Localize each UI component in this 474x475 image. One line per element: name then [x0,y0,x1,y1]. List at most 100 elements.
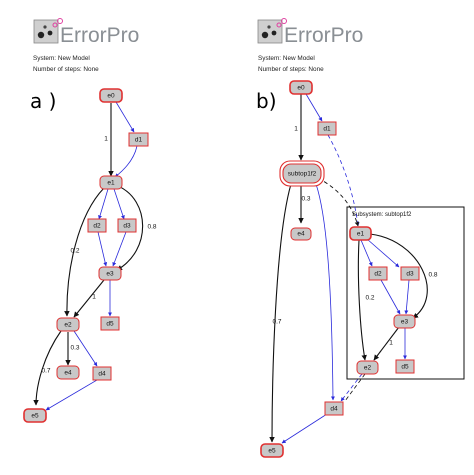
edge-b-se1-se2 [357,239,367,361]
svg-text:e3: e3 [106,271,114,278]
edge-b-d4-e5 [281,413,328,444]
svg-text:d4: d4 [330,406,338,413]
node-a-d1[interactable]: d1 [128,132,149,147]
steps-line: Number of steps: None [258,66,324,73]
edge-b-se3-se2 [373,326,400,361]
edge-b-se1-sd3 [366,238,400,268]
diagram-b-edges [269,93,428,444]
node-a-e0[interactable]: e0 [99,88,123,103]
edge-label: 1 [92,294,96,301]
node-b-e0[interactable]: e0 [289,80,313,95]
diagram-b-nodes: e0 d1 subtop1f2 e4 d4 e5 e1 d2 [260,80,420,458]
edge-b-sd3-se3 [404,279,410,315]
node-a-d4[interactable]: d4 [92,366,112,381]
node-b-subtop[interactable]: subtop1f2 [279,160,325,187]
node-a-e3[interactable]: e3 [98,266,122,281]
errorpro-logo-icon [257,18,287,44]
edge-a-d2-e3 [97,231,108,267]
edge-label: 0.2 [70,248,79,255]
edge-a-e2-d4 [73,330,98,367]
edge-label: 0.8 [428,272,437,279]
edge-b-se2-d4 [340,373,363,402]
edge-label: 0.2 [365,295,374,302]
edge-label: 0.3 [70,345,79,352]
edge-a-d1-e1 [114,145,138,178]
edge-a-e1-d2 [98,188,109,220]
node-a-d2[interactable]: d2 [87,218,107,233]
edge-b-d1-se1 [327,134,360,227]
edge-label: 0.7 [41,368,50,375]
edge-a-e0-d1 [115,101,135,133]
node-b-sub-e1[interactable]: e1 [349,226,372,241]
node-b-sub-d2[interactable]: d2 [368,266,388,281]
system-line: System: New Model [33,55,90,62]
node-b-d1[interactable]: d1 [317,121,337,136]
svg-text:e3: e3 [401,319,409,326]
panel-label-b: b) [256,89,277,113]
edge-b-se2-d4b [344,373,366,402]
svg-text:e4: e4 [64,370,72,377]
subsystem-label: Subsystem: subtop1f2 [352,212,412,218]
svg-text:e0: e0 [297,85,305,92]
node-b-sub-e3[interactable]: e3 [393,314,416,329]
system-line: System: New Model [258,55,315,62]
diagram-a-edge-labels: 1 0.2 0.8 1 0.3 0.7 [41,136,156,375]
node-b-e4[interactable]: e4 [290,227,312,241]
edge-b-sd2-se3 [380,279,401,315]
edge-label: 0.3 [301,196,310,203]
node-b-sub-d5[interactable]: d5 [395,359,415,374]
node-a-e5[interactable]: e5 [23,408,47,423]
node-a-d5[interactable]: d5 [100,316,120,331]
svg-text:d2: d2 [93,223,101,230]
svg-text:e0: e0 [107,93,115,100]
svg-text:e4: e4 [297,231,305,238]
svg-text:d1: d1 [323,126,331,133]
svg-text:d4: d4 [98,371,106,378]
edge-label: 1 [294,126,298,133]
svg-text:e5: e5 [31,413,39,420]
svg-text:d3: d3 [123,223,131,230]
header-right: ErrorPro System: New Model Number of ste… [257,18,363,73]
svg-text:e2: e2 [64,322,72,329]
node-b-sub-e2[interactable]: e2 [356,360,379,375]
svg-text:e2: e2 [364,365,372,372]
svg-text:e1: e1 [357,231,365,238]
errorpro-logo-icon [33,18,63,44]
diagram-b-edge-labels: 1 0.3 0.7 0.2 0.8 1 [272,126,437,347]
edge-b-subtop-e5 [269,183,292,443]
edge-label: 0.8 [147,224,156,231]
steps-line: Number of steps: None [33,66,99,73]
edge-b-se1-se3 [369,233,428,319]
subsystem-frame [346,206,465,380]
brand-name: ErrorPro [60,24,139,47]
node-b-sub-d3[interactable]: d3 [400,266,420,281]
node-a-d3[interactable]: d3 [117,218,137,233]
edge-a-e1-e3 [116,185,144,271]
svg-text:d2: d2 [374,271,382,278]
diagram-a-edges [33,101,144,411]
edge-label: 0.7 [272,319,281,326]
svg-text:d5: d5 [106,321,114,328]
svg-text:subtop1f2: subtop1f2 [288,171,317,178]
edge-a-d4-e5 [45,379,98,411]
edge-a-d3-e3 [112,231,127,267]
node-b-e5[interactable]: e5 [260,443,284,458]
edge-b-se1-sd2 [360,239,373,267]
node-a-e2[interactable]: e2 [56,317,80,332]
panel-label-a: a ) [30,89,56,113]
node-b-d4[interactable]: d4 [324,401,344,416]
svg-text:d5: d5 [401,364,409,371]
node-a-e1[interactable]: e1 [99,175,123,190]
header-left: ErrorPro System: New Model Number of ste… [33,18,139,73]
edge-b-subtop-d4 [315,183,335,401]
edge-label: 1 [104,136,108,143]
svg-text:e5: e5 [268,448,276,455]
edge-b-e0-d1 [305,93,323,122]
svg-text:d1: d1 [135,137,143,144]
edge-a-e2-e5 [33,330,62,406]
node-a-e4[interactable]: e4 [56,365,80,380]
edge-a-e1-e2 [64,187,105,317]
edge-a-e1-d3 [113,188,125,220]
edge-a-e3-e2 [73,279,105,318]
